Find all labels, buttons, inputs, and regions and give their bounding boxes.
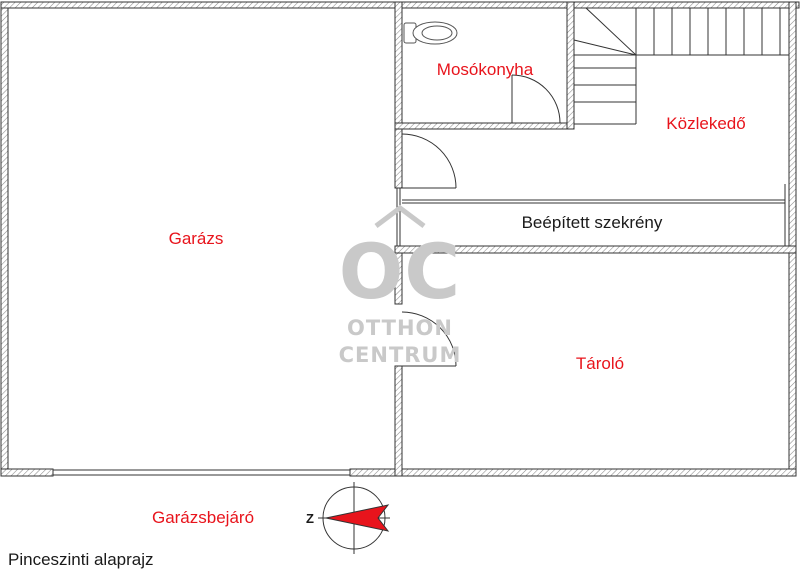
plan-caption: Pinceszinti alaprajz xyxy=(8,550,154,569)
compass-north-letter: Z xyxy=(306,511,314,526)
watermark-line1: OTTHON xyxy=(347,316,453,340)
laundry-door xyxy=(511,74,561,124)
room-label-corridor: Közlekedő xyxy=(666,114,745,133)
room-label-laundry: Mosókonyha xyxy=(437,60,534,79)
compass-arrow xyxy=(325,504,390,532)
room-label-storage: Tároló xyxy=(576,354,624,373)
interior-walls xyxy=(394,1,797,477)
watermark-logo: OC xyxy=(339,227,461,316)
room-label-wardrobe: Beépített szekrény xyxy=(522,213,663,232)
staircase xyxy=(573,7,790,125)
garage-entrance-label: Garázsbejáró xyxy=(152,508,254,527)
room-label-garage: Garázs xyxy=(169,229,224,248)
storage-door xyxy=(401,311,457,367)
corridor-door xyxy=(401,133,457,189)
toilet xyxy=(403,21,458,45)
otthon-centrum-watermark: OC OTTHON CENTRUM xyxy=(339,204,462,367)
roof-icon xyxy=(374,204,426,228)
compass: Z xyxy=(306,482,390,554)
watermark-line2: CENTRUM xyxy=(339,343,462,367)
